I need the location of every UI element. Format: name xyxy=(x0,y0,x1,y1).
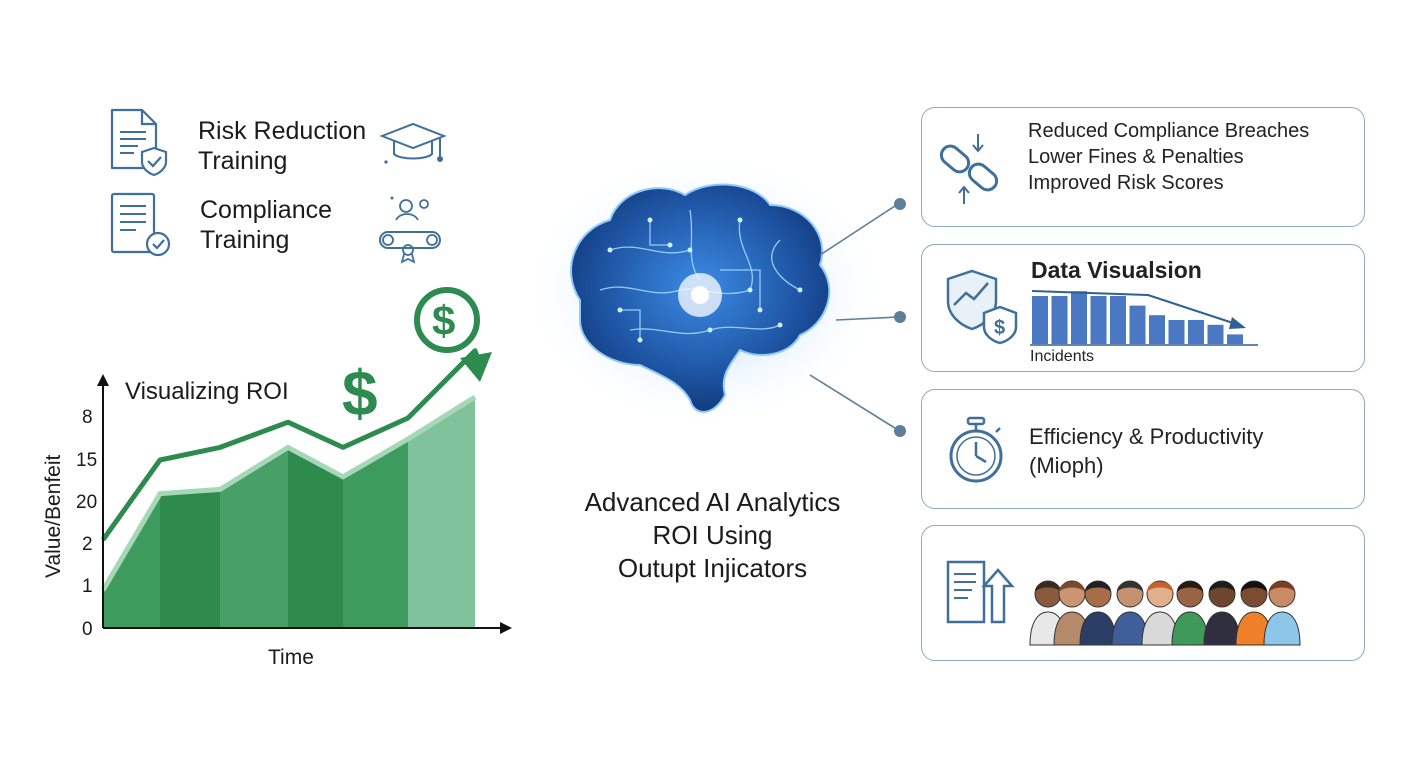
compliance-outcomes-card: Reduced Compliance Breaches Lower Fines … xyxy=(921,107,1365,227)
person-icon xyxy=(1171,580,1209,646)
x-axis-arrow xyxy=(500,622,512,634)
risk-reduction-label: Risk Reduction Training xyxy=(198,117,367,175)
incident-bar xyxy=(1149,315,1165,344)
graduation-cap-icon xyxy=(379,122,447,164)
efficiency-line1: Efficiency & Productivity xyxy=(1029,424,1264,449)
incident-bar xyxy=(1032,296,1048,344)
incident-bar xyxy=(1168,320,1185,344)
document-shield-icon xyxy=(110,108,168,177)
workforce-card xyxy=(921,525,1365,661)
incident-bar xyxy=(1188,320,1204,344)
dollar-coin-symbol-icon: $ xyxy=(432,297,455,344)
incident-bar xyxy=(1090,296,1107,344)
y-tick-label: 0 xyxy=(82,619,93,640)
stopwatch-icon xyxy=(949,416,1003,483)
diploma-scroll-icon xyxy=(379,196,441,264)
y-tick-label: 8 xyxy=(82,407,93,428)
roi-area-segment xyxy=(160,489,220,628)
incident-bar xyxy=(1227,334,1243,344)
y-axis-label: Value/Benfeit xyxy=(42,454,65,578)
roi-area-edge-line xyxy=(100,394,477,592)
outcome-item: Improved Risk Scores xyxy=(1028,172,1224,194)
efficiency-text: Efficiency & Productivity (Mioph) xyxy=(1029,422,1263,480)
center-title: Advanced AI Analytics ROI Using Outupt I… xyxy=(540,486,885,585)
person-icon xyxy=(1203,580,1241,646)
efficiency-card: Efficiency & Productivity (Mioph) xyxy=(921,389,1365,509)
people-group-icon xyxy=(1029,580,1301,646)
broken-chain-icon xyxy=(939,134,999,204)
document-upload-icon xyxy=(946,560,1015,624)
compliance-outcomes-list: Reduced Compliance Breaches Lower Fines … xyxy=(1028,118,1309,196)
efficiency-line2: (Mioph) xyxy=(1029,453,1104,478)
roi-chart-title: Visualizing ROI xyxy=(125,378,289,405)
person-icon xyxy=(1079,580,1117,646)
incident-bar-chart xyxy=(1030,290,1258,346)
document-check-icon xyxy=(110,192,171,257)
incident-bar xyxy=(1051,296,1068,344)
compliance-training-label: Compliance Training xyxy=(200,196,333,254)
data-vis-title: Data Visualsion xyxy=(1031,257,1202,283)
data-visualization-card: $ Data Visualsion Incidents xyxy=(921,244,1365,372)
center-title-line1: Advanced AI Analytics xyxy=(584,487,841,517)
roi-chart: 8 15 20 2 1 0 Value/Benfeit Time Visuali… xyxy=(42,287,512,669)
roi-area-segment xyxy=(343,439,408,628)
y-tick-label: 20 xyxy=(76,492,97,513)
shield-dollar-icon: $ xyxy=(946,269,1018,345)
outcome-item: Reduced Compliance Breaches xyxy=(1028,120,1310,142)
incident-bar xyxy=(1129,305,1146,344)
x-axis-label: Time xyxy=(268,646,314,669)
incident-bar xyxy=(1071,291,1087,344)
y-tick-label: 1 xyxy=(82,576,93,597)
training-section: Risk Reduction Training Compliance Train… xyxy=(100,100,460,270)
center-title-line3: Outupt Injicators xyxy=(617,553,808,583)
incidents-caption: Incidents xyxy=(1030,348,1095,365)
connector-lines xyxy=(809,198,906,437)
center-title-line2: ROI Using xyxy=(652,520,773,550)
trend-arrow-head-icon xyxy=(460,352,492,382)
person-icon xyxy=(1141,580,1179,646)
roi-area-segment xyxy=(220,447,288,628)
y-axis-arrow xyxy=(97,374,109,386)
dollar-icon: $ xyxy=(342,357,378,429)
outcome-item: Lower Fines & Penalties xyxy=(1028,146,1244,168)
person-icon xyxy=(1235,580,1273,646)
trend-arrow-icon xyxy=(1229,317,1246,329)
roi-area-segment xyxy=(103,493,160,628)
person-icon xyxy=(1263,580,1301,646)
incident-bar xyxy=(1110,296,1126,344)
roi-area-segment xyxy=(408,397,475,628)
incident-bar xyxy=(1207,324,1224,344)
svg-text:$: $ xyxy=(994,317,1005,339)
ai-brain-icon xyxy=(520,150,890,430)
y-tick-label: 15 xyxy=(76,450,97,471)
y-tick-label: 2 xyxy=(82,534,93,555)
roi-area-fills xyxy=(103,397,475,628)
roi-area-segment xyxy=(288,447,343,628)
dollar-coin-icon xyxy=(414,287,480,353)
